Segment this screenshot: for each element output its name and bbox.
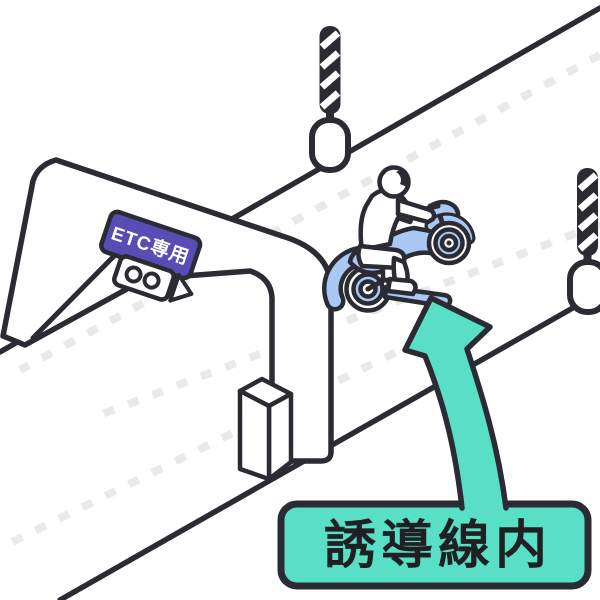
toll-gate-arch: ETC専用 [0,157,334,464]
pole-stripe [577,172,599,192]
pole-stripe [577,232,599,252]
rider-boot [385,276,418,297]
dashed-guide-line-2 [98,220,600,419]
rider-arm [395,197,437,225]
guide-arrow-outline [402,295,509,511]
roadside-box-right [266,391,294,482]
pole-stripe [577,212,599,232]
guide-label-text: 誘導線内 [324,517,552,575]
rider [356,165,437,297]
gate-left-leg-inner-edge [30,249,121,341]
gate-arch-band [0,157,334,464]
etc-sensor-unit [112,254,194,303]
motorcycle-with-rider [322,165,476,313]
barrier-pole-top [309,26,351,173]
sensor-lens-icon [124,265,143,284]
helmet-visor [396,170,408,187]
front-wheel [426,220,472,266]
curved-guide-arrow-icon [402,295,509,512]
sensor-side-flap [168,272,194,303]
roadside-box-front [237,388,272,482]
pole-stripe [319,30,341,50]
pole-stripe [319,70,341,90]
barrier-pole-right [567,168,600,315]
lane-dashed-lines [0,51,600,552]
guide-arrow-fill [405,298,506,512]
pole-base [309,117,351,173]
dashed-guide-line-3 [0,314,467,552]
guide-label-box [277,500,592,590]
pole-stripe [577,192,599,212]
sensor-lens-icon [142,271,161,290]
dashed-guide-line-1 [18,51,600,374]
roadside-box [237,376,294,482]
pole-base [567,259,600,315]
pole-stripe [319,90,341,110]
pole-stripe [319,50,341,70]
